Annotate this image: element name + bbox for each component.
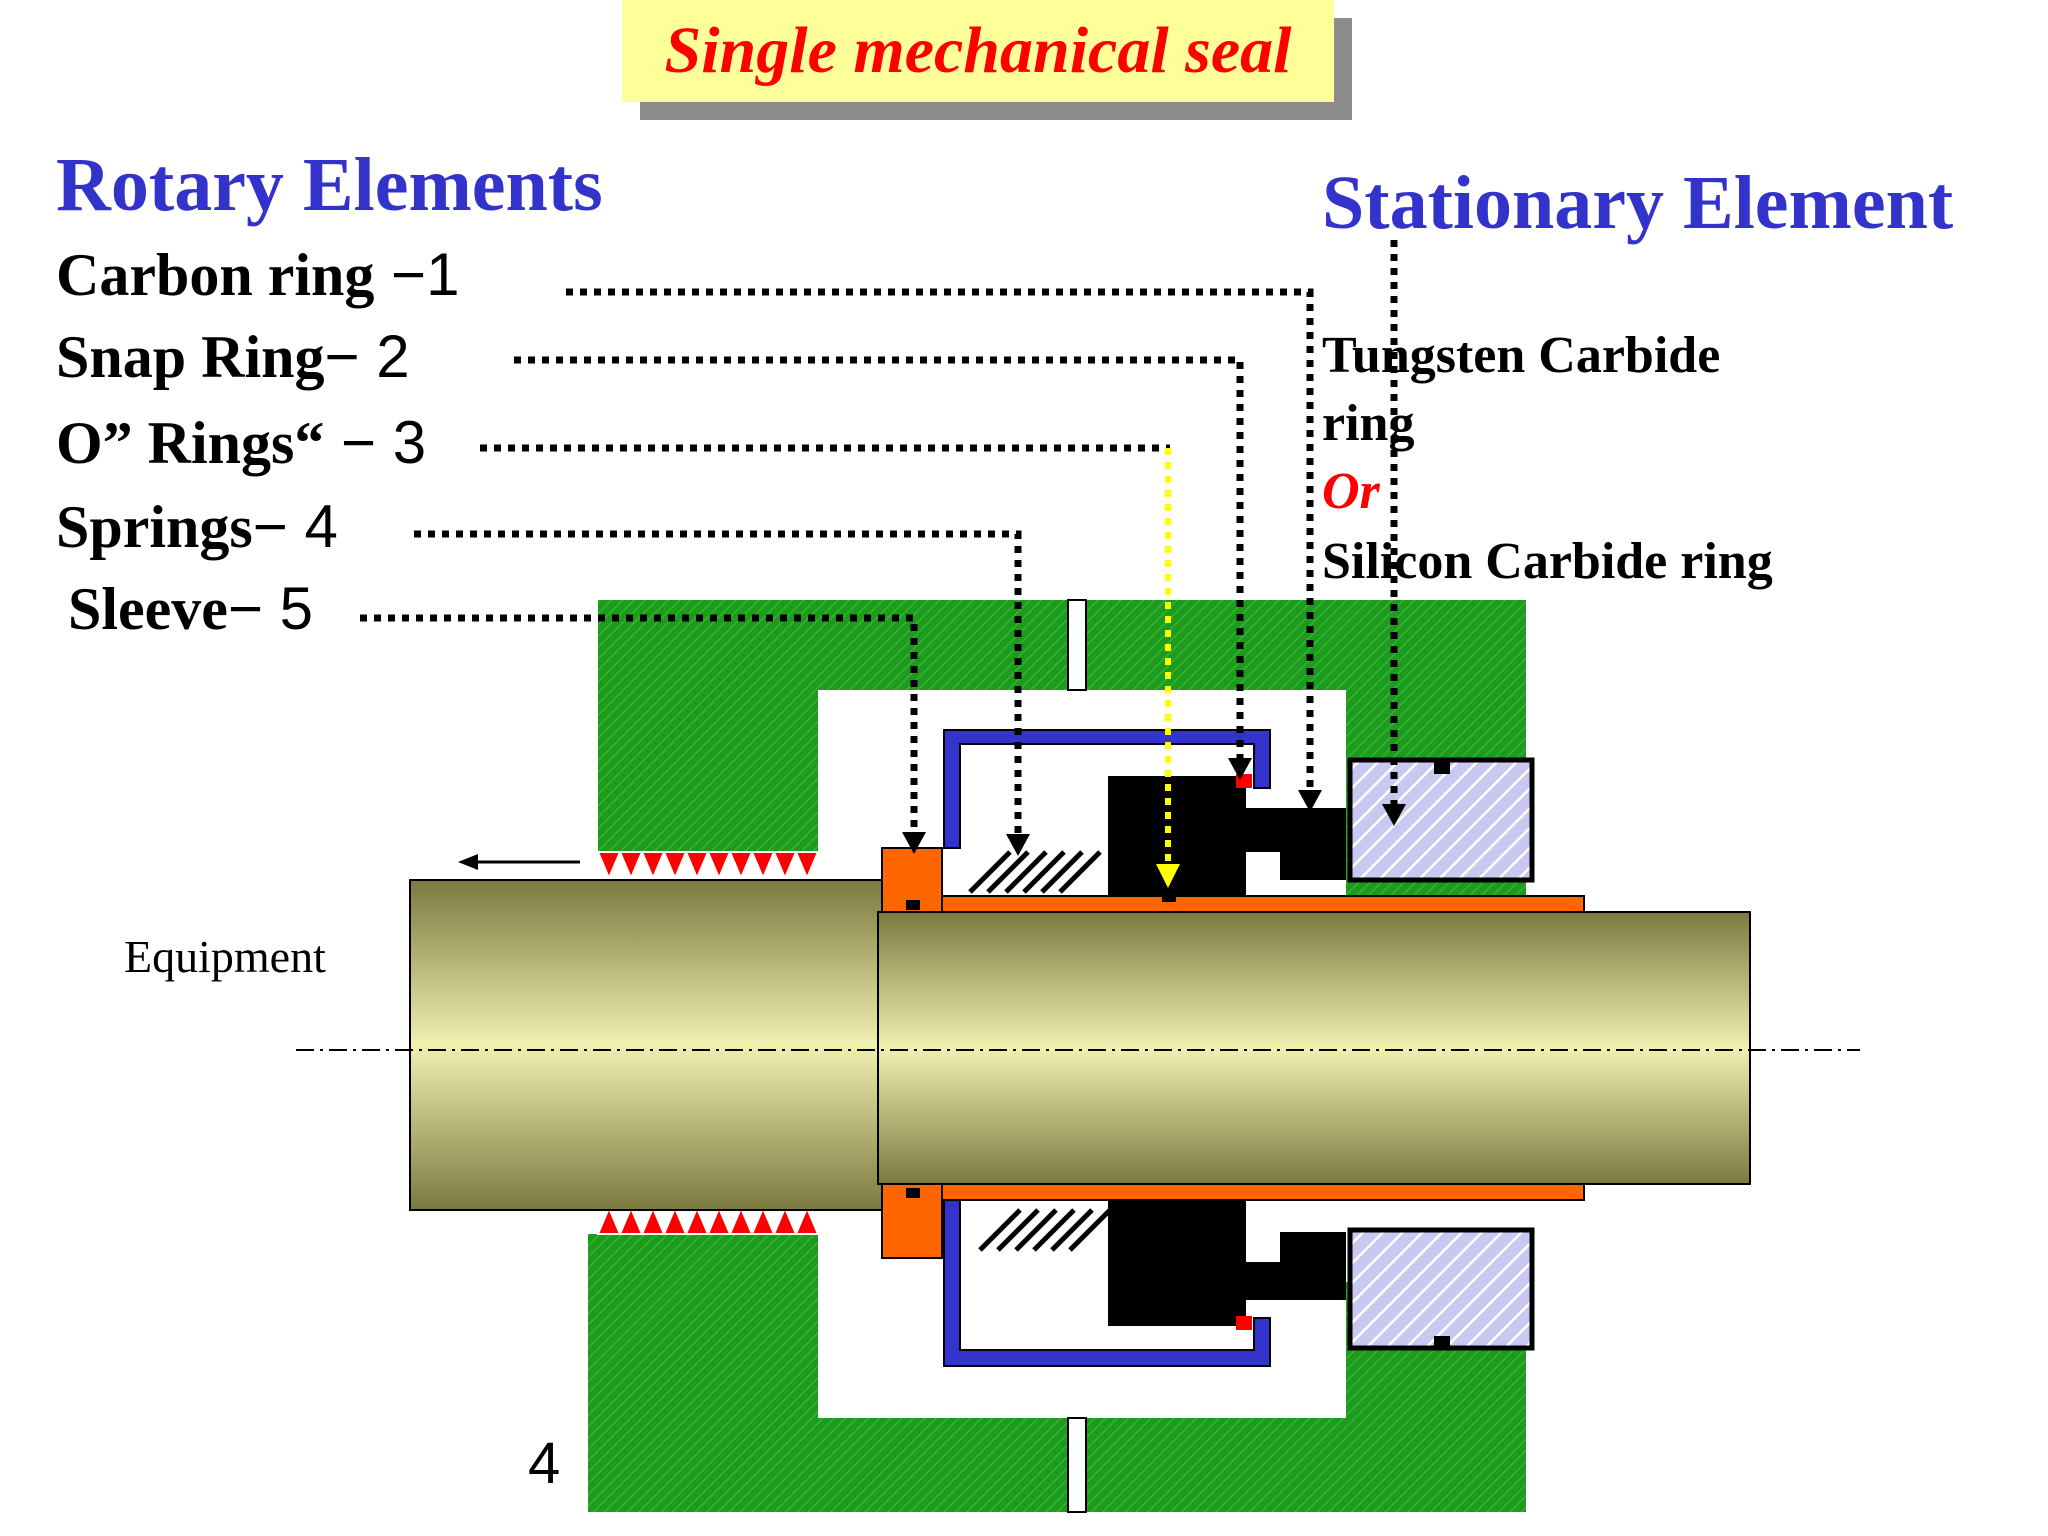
page-number: 4: [528, 1431, 561, 1496]
label-number: − 3: [324, 409, 427, 476]
label-sleeve: Sleeve− 5: [68, 574, 313, 644]
springs-upper: [968, 850, 1102, 894]
shaft-main: [877, 911, 1751, 1185]
page-title: Single mechanical seal: [664, 14, 1292, 87]
stationary-line-1: Tungsten Carbide: [1322, 327, 1721, 384]
label-number: −1: [374, 241, 460, 308]
label-number: − 4: [252, 493, 338, 560]
labyrinth-teeth-upper: [596, 851, 820, 881]
seat-oring-upper: [1434, 762, 1450, 774]
rotary-heading: Rotary Elements: [56, 143, 603, 227]
carbon-ring-lower: [1108, 1200, 1346, 1326]
leader-sleeve: [360, 614, 918, 838]
arrowhead-o-rings: [1156, 864, 1180, 888]
shaft-equipment: [409, 879, 883, 1211]
snap-ring-lower: [1236, 1316, 1252, 1330]
label-number: − 2: [324, 323, 410, 390]
leader-springs: [414, 530, 1022, 840]
sleeve-oring-lower: [906, 1188, 920, 1198]
label-name: Snap Ring: [56, 324, 325, 390]
labyrinth-teeth-lower: [596, 1205, 820, 1235]
label-name: Springs: [56, 494, 253, 560]
leader-arrowheads: [902, 758, 1406, 856]
housing-vent-bottom: [1067, 1417, 1087, 1513]
stationary-seat-upper: [1347, 757, 1535, 883]
equipment-label: Equipment: [124, 931, 326, 982]
sleeve-oring-upper: [906, 900, 920, 910]
stationary-heading: Stationary Element: [1322, 161, 1954, 245]
label-name: Carbon ring: [56, 242, 375, 308]
label-o-rings: O” Rings“ − 3: [56, 408, 426, 478]
title-banner: Single mechanical seal: [622, 0, 1352, 120]
stationary-seat-lower: [1347, 1227, 1535, 1351]
stationary-line-2: ring: [1322, 395, 1415, 452]
housing-vent-top: [1067, 599, 1087, 691]
leader-carbon-ring: [566, 288, 1314, 798]
label-number: − 5: [227, 575, 314, 642]
housing-lower: [588, 1234, 1526, 1512]
spring-holder-lower: [943, 1199, 1271, 1367]
springs-lower: [978, 1208, 1112, 1252]
label-springs: Springs− 4: [56, 492, 338, 562]
leader-snap-ring: [514, 356, 1244, 766]
label-name: Sleeve: [68, 576, 228, 642]
label-name: O” Rings“: [56, 410, 325, 476]
rotation-arrow: [458, 854, 580, 870]
label-snap-ring: Snap Ring− 2: [56, 322, 410, 392]
carbon-ring-oring: [1162, 890, 1176, 902]
sleeve-upper: [881, 895, 1585, 913]
stationary-or: Or: [1322, 463, 1380, 520]
leader-lines: [360, 240, 1398, 840]
seat-oring-lower: [1434, 1336, 1450, 1348]
sleeve-lower: [881, 1183, 1585, 1201]
label-carbon-ring: Carbon ring −1: [56, 240, 459, 310]
title-box: Single mechanical seal: [622, 0, 1334, 102]
